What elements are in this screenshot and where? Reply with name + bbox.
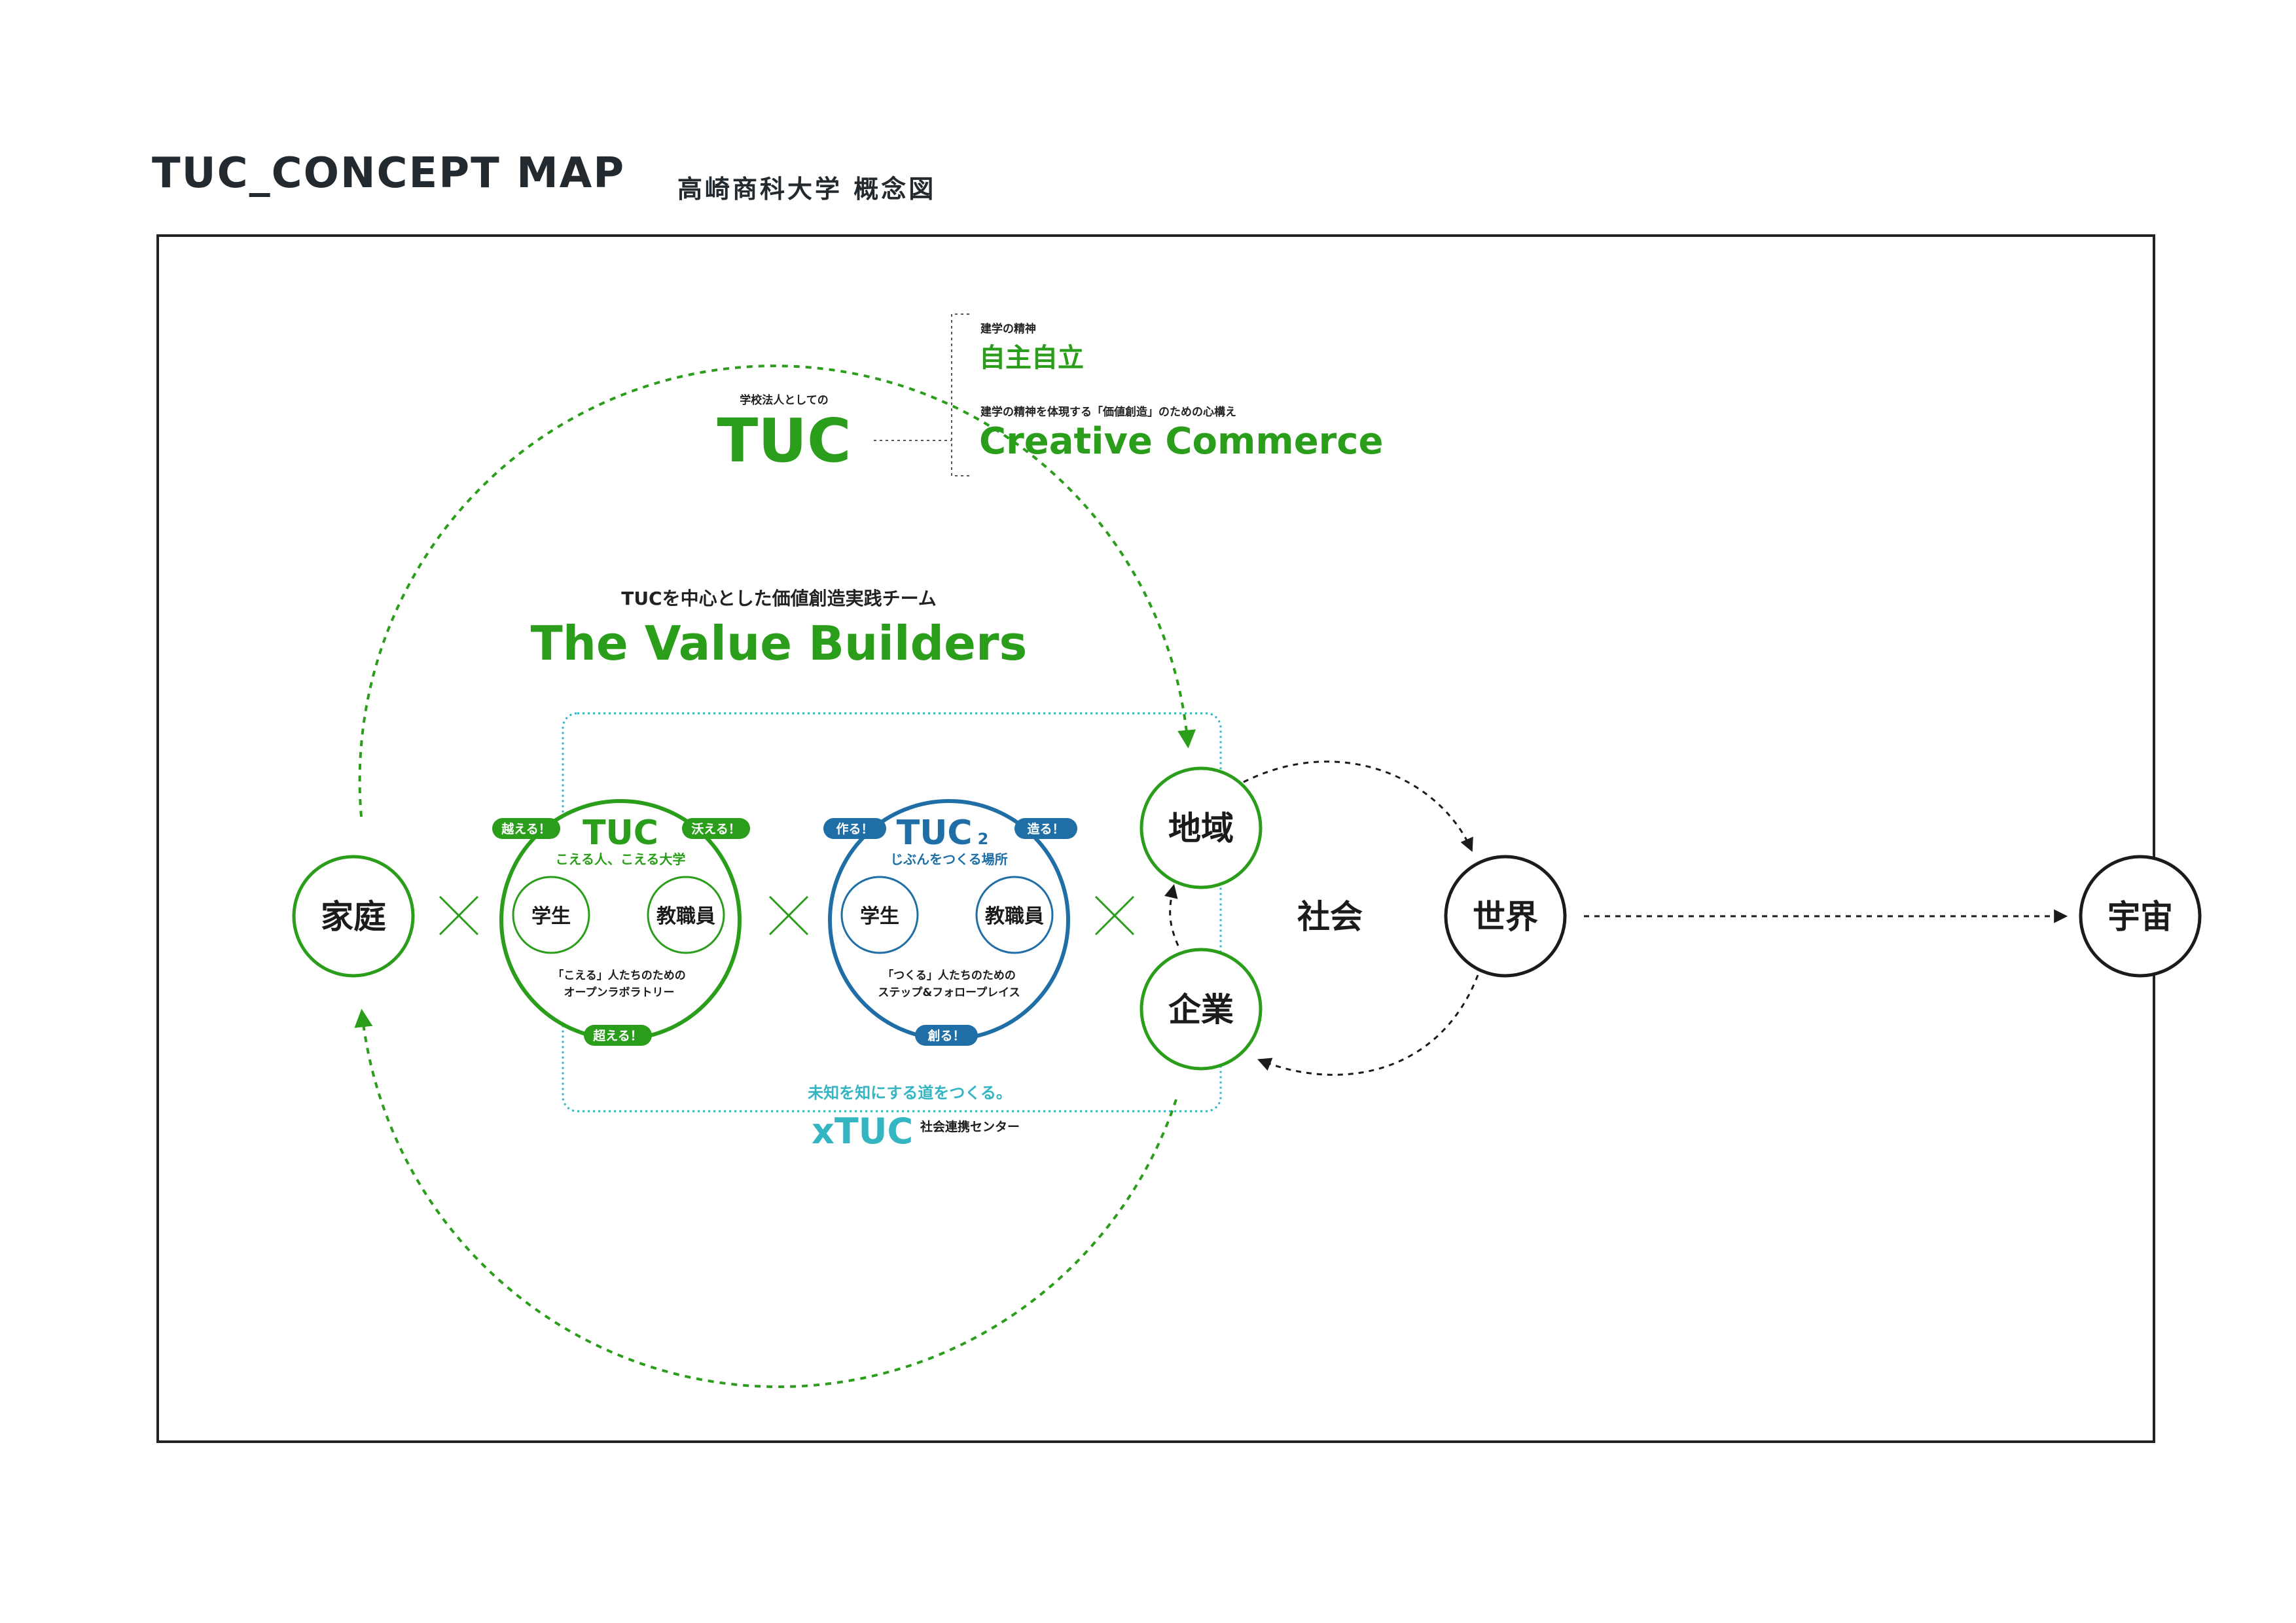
tuc2-badge-left: 作る！ [836, 821, 873, 836]
tuc-staff-label: 教職員 [656, 905, 715, 928]
arrow-company-to-region [1164, 883, 1179, 946]
xtuc-tagline: 未知を知にする道をつくる。 [808, 1084, 1012, 1102]
page-title: TUC_CONCEPT MAP [152, 149, 626, 198]
node-universe-label: 宇宙 [2108, 898, 2173, 936]
xtuc-desc: 社会連携センター [920, 1119, 1020, 1134]
map-frame [156, 234, 2155, 1443]
founding-caption: 建学の精神 [980, 322, 1036, 336]
tuc2-badge-right-bg [1014, 818, 1077, 839]
multiply-icon [768, 895, 809, 936]
tuc-circle-tagline: こえる人、こえる大学 [556, 851, 686, 867]
tuc2-desc1: 「つくる」人たちのための [882, 969, 1016, 982]
motto: Creative Commerce [979, 420, 1383, 463]
tuc2-desc2: ステップ&フォロープレイス [878, 986, 1020, 999]
node-region-label: 地域 [1168, 810, 1234, 847]
tuc2-circle-tagline: じぶんをつくる場所 [890, 851, 1008, 867]
tuc-student-circle [512, 876, 590, 954]
tuc2-name: TUC [897, 813, 973, 853]
arrow-region-to-world [1243, 760, 1473, 852]
node-world-label: 世界 [1473, 898, 1538, 936]
tuc-badge-right: 沃える！ [691, 821, 740, 836]
tuc2-badge-right: 造る！ [1027, 821, 1064, 836]
node-region-circle[interactable] [1139, 766, 1263, 889]
cycle-arc-lower [354, 1008, 1177, 1388]
founding-spirit: 自主自立 [979, 343, 1084, 373]
tuc-badge-bottom: 超える！ [592, 1028, 642, 1043]
xtuc-box [562, 712, 1222, 1113]
node-company-label: 企業 [1168, 991, 1234, 1029]
tuc-badge-left-bg [492, 818, 560, 839]
team-name: The Value Builders [531, 616, 1028, 671]
tuc2-staff-label: 教職員 [985, 905, 1044, 928]
node-society-label: 社会 [1297, 898, 1363, 936]
tuc-circle-group[interactable]: TUC こえる人、こえる大学 越える！ 沃える！ 超える！ 学生 教職員 「こえ… [492, 799, 750, 1046]
multiply-icon [1094, 895, 1135, 936]
multiply-icon [439, 895, 479, 936]
tuc2-circle-name: TUC 2 [897, 813, 989, 853]
node-home-circle[interactable] [292, 855, 415, 978]
arrow-world-to-company [1257, 974, 1479, 1076]
tuc2-badge-bottom: 創る！ [927, 1028, 965, 1043]
cycle-arc-upper [358, 365, 1196, 817]
node-universe-circle[interactable] [2079, 855, 2202, 978]
tuc-badge-right-bg [682, 818, 750, 839]
founding-bracket [874, 313, 969, 476]
motto-caption: 建学の精神を体現する「価値創造」のための心構え [980, 405, 1236, 419]
tuc-circle-name: TUC [583, 813, 658, 853]
node-world-circle[interactable] [1444, 855, 1567, 978]
tuc2-circle-group[interactable]: TUC 2 じぶんをつくる場所 作る！ 造る！ 創る！ 学生 教職員 「つくる」人… [823, 799, 1077, 1046]
tuc2-badge-left-bg [823, 818, 886, 839]
tuc-corp-caption: 学校法人としての [740, 393, 829, 407]
tuc2-sub: 2 [978, 830, 989, 848]
tuc-desc1: 「こえる」人たちのための [552, 969, 686, 982]
tuc-badge-bottom-bg [584, 1025, 652, 1046]
tuc-desc2: オープンラボラトリー [564, 986, 675, 999]
tuc2-badge-bottom-bg [915, 1025, 978, 1046]
node-home-label: 家庭 [321, 898, 386, 936]
xtuc-name: xTUC [812, 1111, 913, 1152]
tuc-staff-circle [647, 876, 725, 954]
tuc2-student-circle [840, 876, 919, 954]
team-caption: TUCを中心とした価値創造実践チーム [621, 588, 937, 609]
tuc-badge-left: 越える！ [501, 821, 550, 836]
tuc2-student-label: 学生 [860, 905, 899, 928]
tuc2-staff-circle [975, 876, 1054, 954]
tuc-student-label: 学生 [531, 905, 571, 928]
node-company-circle[interactable] [1139, 948, 1263, 1071]
tuc-corp-name: TUC [717, 406, 852, 476]
page-subtitle: 高崎商科大学 概念図 [677, 175, 937, 204]
